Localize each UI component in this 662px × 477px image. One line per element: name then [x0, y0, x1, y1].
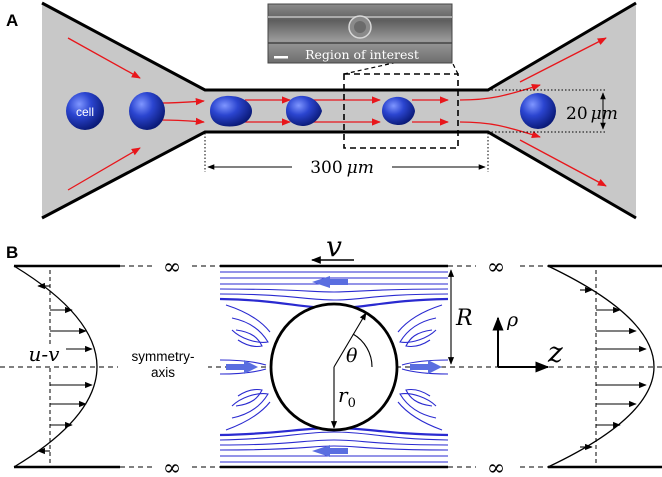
cells: cell [66, 92, 556, 130]
r0-label: r [338, 383, 349, 407]
length-unit: μm [347, 158, 374, 178]
panel-b: B ∞ ∞ ∞ ∞ [0, 230, 662, 477]
cell-label: cell [76, 105, 94, 119]
cell-3 [210, 95, 252, 127]
panel-b-label: B [6, 243, 18, 262]
svg-text:r0: r0 [338, 383, 356, 411]
inset-label: Region of interest [305, 47, 419, 62]
channel-body [42, 3, 636, 218]
width-unit: μm [591, 104, 618, 124]
cell-1 [66, 92, 104, 130]
relative-velocity-label: u-v [29, 342, 61, 366]
radius-dimension: R [447, 269, 473, 365]
panel-a-label: A [6, 11, 18, 30]
cell-6 [520, 93, 556, 129]
infinity-top-left: ∞ [163, 255, 181, 280]
cell-geometry: θ r0 [330, 312, 373, 429]
profile-right [547, 265, 655, 468]
velocity-label: v [326, 230, 342, 263]
infinity-bottom-left: ∞ [163, 456, 181, 477]
r0-subscript: 0 [348, 396, 356, 411]
radius-label: R [455, 306, 473, 331]
cell-4 [286, 95, 322, 126]
symmetry-label-line2: axis [151, 365, 175, 380]
infinity-top-right: ∞ [487, 255, 505, 280]
width-value: 20 [566, 104, 588, 124]
channel-wall-top [41, 1, 637, 92]
roi-box [343, 73, 459, 149]
symmetry-axis-text: symmetry- axis [118, 346, 208, 380]
channel-wall-bottom [41, 130, 637, 220]
wall-flow-arrows [226, 276, 442, 457]
infinity-marks: ∞ ∞ ∞ ∞ [152, 254, 516, 477]
z-label: z [547, 336, 563, 369]
streamlines [220, 271, 448, 463]
flow-arrows [67, 37, 607, 191]
profile-left: u-v [13, 265, 98, 468]
cell-2 [129, 92, 165, 130]
length-value: 300 [310, 158, 342, 178]
coordinate-axes: ρ z [492, 309, 563, 373]
theta-label: θ [346, 345, 358, 367]
micrograph-inset: Region of interest [267, 3, 453, 64]
velocity-indicator: v [311, 230, 354, 264]
panel-a: A cell [6, 1, 637, 220]
rho-label: ρ [506, 309, 519, 331]
infinity-bottom-right: ∞ [487, 456, 505, 477]
cell-5 [382, 96, 415, 125]
symmetry-label-line1: symmetry- [132, 349, 195, 364]
